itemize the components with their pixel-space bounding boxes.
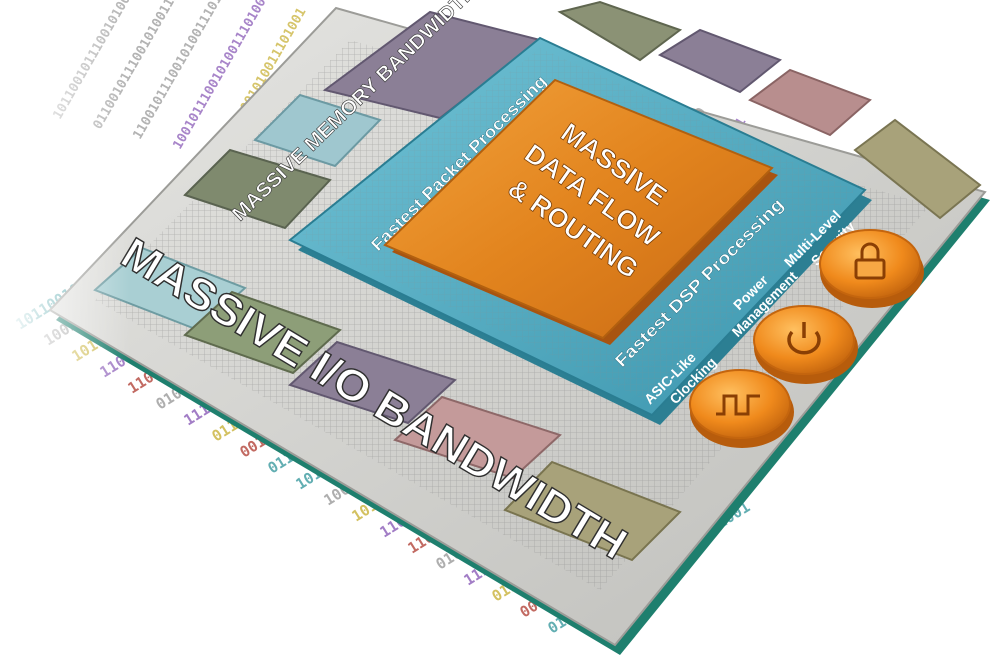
clock-wave-icon (716, 394, 760, 416)
memory-blocks (183, 0, 982, 230)
fade-overlay (0, 0, 130, 668)
memory-block (557, 0, 683, 62)
coin-power (753, 305, 858, 384)
io-block (393, 395, 562, 480)
memory-block (253, 93, 382, 168)
data-flow-core: MASSIVE DATA FLOW & ROUTING (383, 78, 778, 345)
io-blocks (93, 246, 682, 562)
io-block (288, 340, 457, 425)
coin-clock (689, 369, 794, 448)
power-icon (787, 322, 821, 355)
memory-block (853, 118, 982, 220)
memory-block (183, 148, 332, 230)
memory-block (657, 28, 782, 94)
io-block (183, 290, 342, 375)
coin-lock (819, 229, 924, 308)
lock-icon (854, 242, 886, 280)
memory-block (748, 68, 872, 137)
io-block (503, 460, 682, 562)
